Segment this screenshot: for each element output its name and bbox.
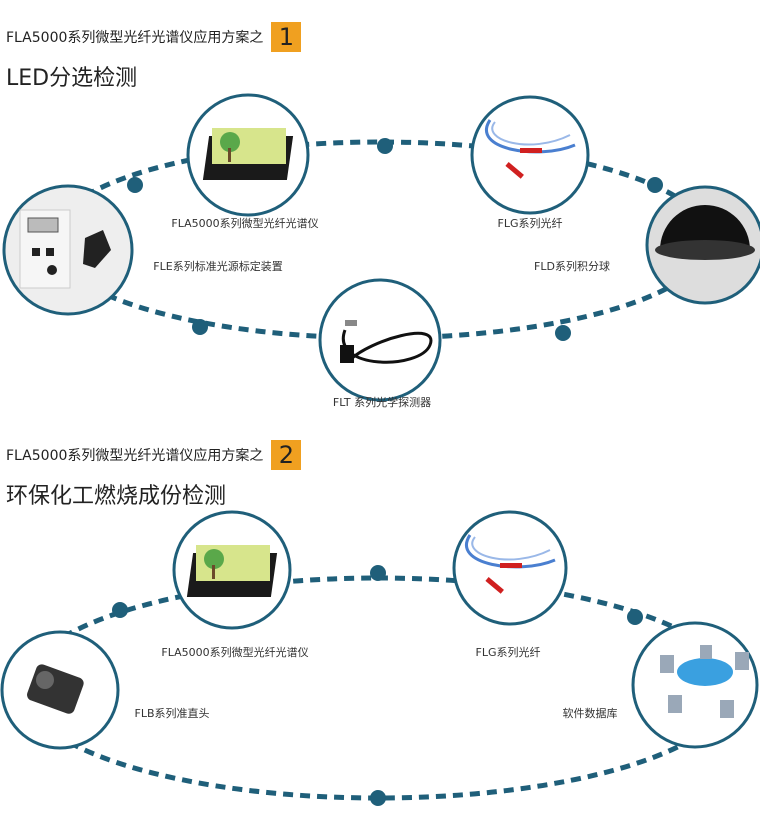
number-badge: 2 [271, 440, 302, 470]
label-fiber: FLG系列光纤 [497, 217, 563, 230]
label-database: 软件数据库 [562, 707, 618, 720]
optical-detector-icon [318, 278, 442, 402]
optical-fiber-icon [470, 95, 590, 215]
label-integrating-sphere: FLD系列积分球 [534, 260, 610, 273]
section-2-title: 环保化工燃烧成份检测 [6, 484, 227, 509]
header-text: FLA5000系列微型光纤光谱仪应用方案之 [6, 448, 264, 464]
calibration-light-source-icon [2, 184, 134, 316]
spectrometer-icon [172, 510, 292, 630]
database-cloud-icon [631, 621, 759, 749]
integrating-sphere-icon [645, 185, 760, 305]
spectrometer-icon [186, 93, 310, 217]
dashed-ring [20, 575, 736, 801]
header-text: FLA5000系列微型光纤光谱仪应用方案之 [6, 30, 264, 46]
optical-fiber-icon [452, 510, 568, 626]
number-badge: 1 [271, 22, 302, 52]
collimator-icon [0, 630, 120, 750]
cycle-diagram-2 [0, 510, 759, 806]
section-2-header: FLA5000系列微型光纤光谱仪应用方案之 2 [6, 440, 302, 470]
label-detector: FLT 系列光学探测器 [332, 396, 432, 409]
label-spectrometer: FLA5000系列微型光纤光谱仪 [161, 646, 309, 659]
label-collimator: FLB系列准直头 [134, 707, 210, 720]
section-1-header: FLA5000系列微型光纤光谱仪应用方案之 1 [6, 22, 302, 52]
ring-dots [127, 138, 663, 341]
label-fiber: FLG系列光纤 [475, 646, 541, 659]
label-spectrometer: FLA5000系列微型光纤光谱仪 [171, 217, 319, 230]
label-light-source: FLE系列标准光源标定装置 [153, 260, 283, 273]
ring-dots [112, 565, 643, 806]
section-1-title: LED分选检测 [6, 66, 138, 91]
cycle-diagram-1 [2, 93, 760, 402]
